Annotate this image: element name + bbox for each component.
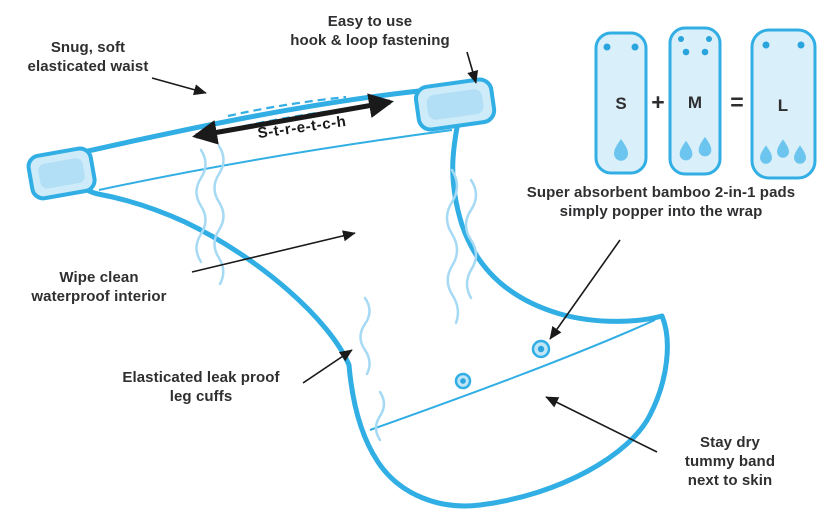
fastening-pointer-arrow (466, 51, 479, 84)
waist-pointer-arrow (151, 77, 207, 96)
front-panel-snaps (454, 339, 551, 390)
water-droplet-icon (698, 136, 712, 157)
pad-size-equation: S + M = L (594, 26, 817, 180)
tummy-band-label: Stay dry tummy band next to skin (684, 434, 776, 490)
leg-cuffs-label: Elasticated leak proof leg cuffs (122, 369, 280, 406)
snap-dot-icon (762, 41, 770, 49)
equals-sign: = (730, 89, 743, 115)
water-droplet-icon (679, 140, 693, 161)
elastic-squiggle (213, 144, 225, 286)
snap-dot-icon (537, 345, 545, 353)
water-droplet-icon (777, 139, 789, 158)
snap-dot-icon (460, 378, 466, 384)
tummy-band-line (369, 319, 656, 431)
right-tab (414, 77, 497, 132)
left-tab (26, 146, 97, 201)
nappy-illustration (26, 77, 670, 509)
snap-dot-icon (603, 43, 611, 51)
pad-size-letter: M (688, 93, 702, 112)
pad-size-letter: L (778, 96, 788, 115)
plus-sign: + (651, 89, 664, 115)
interior-pointer-arrow (191, 230, 356, 273)
water-droplet-icon (760, 145, 772, 164)
elastic-squiggle (374, 390, 386, 442)
pad-s: S (594, 31, 648, 175)
water-droplet-icon (614, 139, 628, 161)
pads-pointer-arrow (549, 239, 621, 340)
double-headed-stretch-arrow (192, 93, 394, 145)
fastening-label: Easy to use hook & loop fastening (290, 13, 450, 50)
snap-dot-icon (797, 41, 805, 49)
left-tab-hook-patch (38, 158, 85, 189)
tummy-pointer-arrow (545, 396, 658, 453)
interior-label: Wipe clean waterproof interior (31, 269, 167, 306)
elastic-squiggle (195, 148, 207, 264)
pads-label: Super absorbent bamboo 2-in-1 pads simpl… (526, 184, 796, 221)
snap-dot-icon (701, 48, 709, 56)
cuffs-pointer-arrow (302, 349, 353, 384)
pad-l: L (750, 28, 817, 180)
elastic-squiggle (359, 296, 371, 376)
snap-dot-icon (706, 36, 712, 42)
annotation-arrows (151, 51, 658, 453)
elastic-squiggle (464, 178, 478, 300)
elastic-squiggles (195, 144, 478, 442)
water-droplet-icon (794, 145, 806, 164)
snap-dot-icon (678, 36, 684, 42)
pad-m: M (668, 26, 722, 176)
elastic-squiggle (445, 168, 460, 325)
waistband-line (98, 129, 453, 191)
snap-dot-icon (631, 43, 639, 51)
right-tab-hook-patch (426, 89, 484, 120)
waist-label: Snug, soft elasticated waist (27, 39, 149, 76)
snap-dot-icon (682, 48, 690, 56)
pad-size-letter: S (615, 94, 626, 113)
